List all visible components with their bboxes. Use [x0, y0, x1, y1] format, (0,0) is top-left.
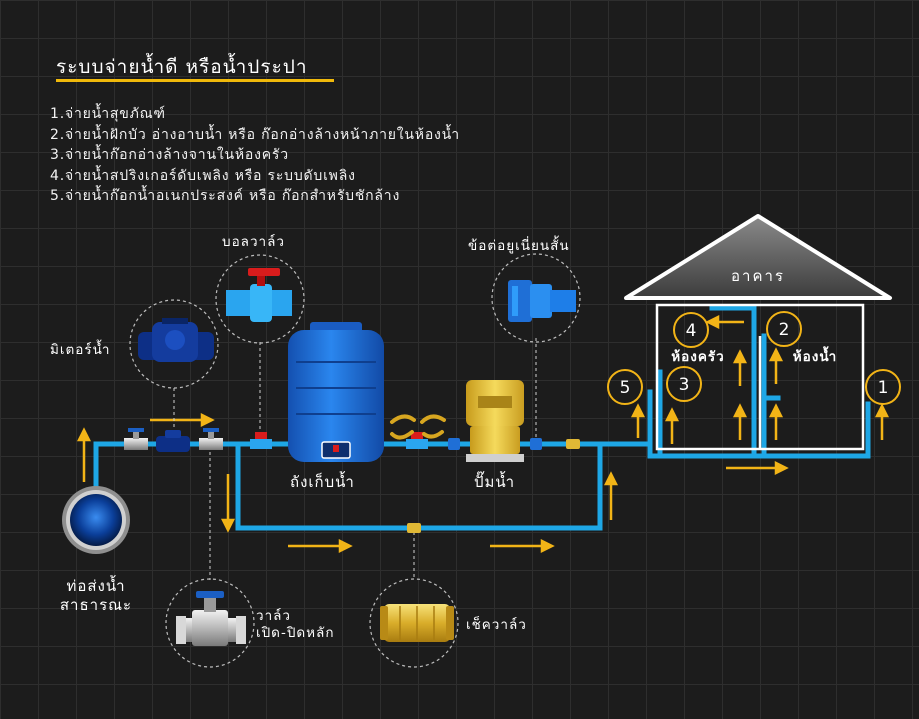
public-pipe-label-line1: ท่อส่งน้ำ: [66, 577, 126, 595]
pump-icon: [466, 380, 524, 462]
outlet-5-number: 5: [620, 378, 631, 398]
inline-water-meter: [156, 430, 190, 452]
outlet-5-marker: [607, 369, 643, 405]
main-valve-label-line1: วาล์ว: [256, 608, 292, 624]
outlet-3-number: 3: [679, 375, 690, 395]
outlet-1-marker: [865, 369, 901, 405]
recirculation-arrows-icon: [390, 414, 446, 440]
ball-valve-callout: [215, 254, 305, 344]
inline-gate-valve-2: [199, 428, 223, 450]
building-feed-pipe: [647, 401, 871, 459]
check-valve-icon: [380, 604, 454, 642]
outlet-4-marker: [673, 312, 709, 348]
building: [624, 214, 892, 451]
arrow-up-icon: [768, 403, 784, 440]
leader-lines: [173, 338, 537, 580]
inline-check-valve-1: [566, 439, 580, 449]
arrow-up-icon: [732, 403, 748, 440]
diagram-title: ระบบจ่ายน้ำดี หรือน้ำประปา: [56, 56, 308, 78]
arrow-up-icon: [664, 407, 680, 444]
supply-pipe: [93, 441, 653, 491]
outlet-numbers: 1 2 3 4 5: [620, 320, 889, 398]
outlet-markers: [607, 311, 901, 405]
main-valve-callout: [165, 578, 255, 668]
main-valve-label-line2: เปิด-ปิดหลัก: [256, 625, 335, 641]
arrow-up-icon: [603, 471, 619, 520]
outlet-4-number: 4: [686, 321, 697, 341]
arrow-up-icon: [732, 349, 748, 386]
legend-item-3: 3.จ่ายน้ำก๊อกอ่างล้างจานในห้องครัว: [50, 147, 289, 163]
inline-ball-valve-2: [406, 432, 428, 449]
ball-valve-label: บอลวาล์ว: [222, 234, 285, 250]
bathroom-label: ห้องน้ำ: [793, 346, 837, 365]
main-valve-icon: [176, 591, 246, 646]
arrow-right-icon: [150, 412, 215, 428]
legend-item-4: 4.จ่ายน้ำสปริงเกอร์ดับเพลิง หรือ ระบบดับ…: [50, 167, 356, 184]
legend-item-2: 2.จ่ายน้ำฝักบัว อ่างอาบน้ำ หรือ ก๊อกอ่าง…: [50, 126, 460, 143]
arrow-up-icon: [874, 403, 890, 440]
arrow-left-icon: [705, 314, 744, 330]
callout-circles: [129, 253, 581, 668]
public-pipe-label-line2: สาธารณะ: [59, 596, 133, 614]
meter-callout: [129, 299, 219, 389]
legend-item-5: 5.จ่ายน้ำก๊อกน้ำอเนกประสงค์ หรือ ก๊อกสำห…: [50, 188, 401, 204]
legend-list: 1.จ่ายน้ำสุขภัณฑ์ 2.จ่ายน้ำฝักบัว อ่างอา…: [50, 104, 460, 207]
building-label: อาคาร: [731, 267, 785, 285]
check-valve-callout: [369, 578, 459, 668]
arrow-up-icon: [630, 403, 646, 438]
flow-arrows: [76, 314, 890, 554]
storage-tank-label: ถังเก็บน้ำ: [290, 473, 355, 491]
water-meter-icon: [138, 318, 214, 362]
union-label: ข้อต่อยูเนี่ยนสั้น: [468, 238, 570, 254]
kitchen-label: ห้องครัว: [671, 349, 724, 365]
inline-union-1: [448, 438, 460, 450]
arrow-right-icon: [288, 538, 353, 554]
storage-tank-icon: [288, 322, 384, 462]
water-meter-label: มิเตอร์น้ำ: [50, 342, 111, 358]
union-callout: [491, 253, 581, 343]
title-underline: [56, 79, 334, 82]
arrow-down-icon: [220, 474, 236, 533]
arrow-right-icon: [726, 460, 789, 476]
inline-ball-valve-1: [250, 432, 272, 449]
inline-check-valve-2: [407, 523, 421, 533]
outlet-2-number: 2: [779, 320, 790, 340]
union-fitting-icon: [508, 280, 576, 322]
building-roof: [624, 214, 892, 300]
outlet-2-marker: [766, 311, 802, 347]
arrow-up-icon: [76, 427, 92, 482]
riser-main: [709, 305, 757, 459]
check-valve-label: เช็ควาล์ว: [466, 617, 527, 633]
legend-item-1: 1.จ่ายน้ำสุขภัณฑ์: [50, 106, 166, 122]
arrow-up-icon: [768, 347, 784, 384]
pump-label: ปั๊มน้ำ: [474, 473, 516, 491]
inline-union-2: [530, 438, 542, 450]
ball-valve-icon: [226, 268, 292, 322]
outlet-1-number: 1: [878, 378, 889, 398]
arrow-right-icon: [490, 538, 555, 554]
outlet-3-marker: [666, 366, 702, 402]
public-pipe-icon: [62, 486, 130, 554]
inline-gate-valve-1: [124, 428, 148, 450]
